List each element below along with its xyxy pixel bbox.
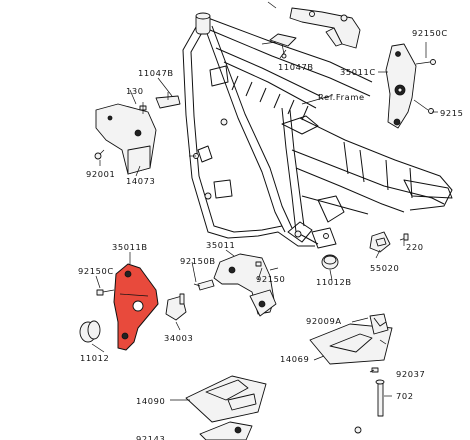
label-14090: 14090 <box>136 396 165 406</box>
part-11012-plug <box>79 320 101 343</box>
part-702-pin <box>371 367 385 417</box>
label-130: 130 <box>126 86 144 96</box>
label-11012: 11012 <box>80 353 109 363</box>
label-14073: 14073 <box>126 176 155 186</box>
label-220: 220 <box>406 242 424 252</box>
label-11047b-a: 11047B <box>138 68 174 78</box>
label-92001: 92001 <box>86 169 115 179</box>
part-92150c-bolt <box>96 289 115 296</box>
label-35011: 35011 <box>206 240 235 250</box>
part-35011b-bracket-highlighted <box>113 263 159 351</box>
label-34003: 34003 <box>164 333 193 343</box>
part-14069-tray <box>309 313 393 365</box>
part-92143-bracket <box>199 421 362 440</box>
part-35011c-bracket <box>385 43 436 129</box>
label-92150c-top: 92150C <box>412 28 448 38</box>
part-11012b-plug <box>321 254 339 270</box>
label-92037: 92037 <box>396 369 425 379</box>
label-702: 702 <box>396 391 414 401</box>
part-14090-tray <box>185 375 267 423</box>
label-55020: 55020 <box>370 263 399 273</box>
part-top-bracket <box>261 1 361 59</box>
label-92150: 92150 <box>256 274 285 284</box>
label-ref-frame: Ref.Frame <box>318 92 365 102</box>
main-frame <box>182 12 453 249</box>
label-92143: 92143 <box>136 434 165 440</box>
label-35011c: 35011C <box>340 67 376 77</box>
label-11012b: 11012B <box>316 277 352 287</box>
label-92009a: 92009A <box>306 316 342 326</box>
label-92150c-left: 92150C <box>78 266 114 276</box>
part-55020-grommet <box>369 231 409 253</box>
callout-labels: 92150C 11047B 11047B 35011C 9215 130 Ref… <box>78 28 464 440</box>
label-14069: 14069 <box>280 354 309 364</box>
leader-lines <box>91 42 438 401</box>
label-11047b-b: 11047B <box>278 62 314 72</box>
part-35011-bracket <box>193 253 279 317</box>
label-92150-right: 9215 <box>440 108 464 118</box>
label-35011b: 35011B <box>112 242 148 252</box>
part-34003 <box>165 293 187 321</box>
label-92150b: 92150B <box>180 256 216 266</box>
part-14073-cover <box>94 92 181 175</box>
